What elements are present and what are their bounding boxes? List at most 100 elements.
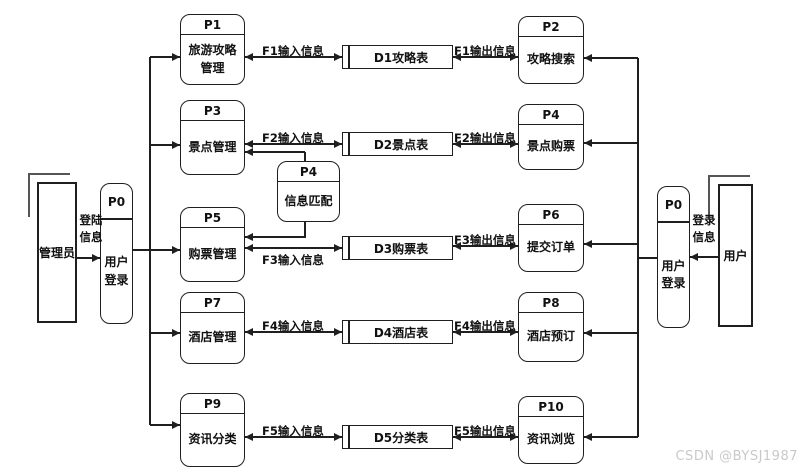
process-p4-information-matching: P4 信息匹配 xyxy=(277,161,340,222)
flow-label-f2-input: F2输入信息 xyxy=(262,131,324,145)
arrowhead-into-p2-right xyxy=(584,54,592,62)
process-label: 景点管理 xyxy=(188,139,237,154)
flow-label-f5-input: F5输入信息 xyxy=(262,424,324,438)
arrowhead-into-login-right xyxy=(690,253,698,261)
process-p4-scenic-ticket-purchase: P4 景点购票 xyxy=(518,104,584,170)
process-label: 资讯分类 xyxy=(188,432,237,447)
entity-user-label: 用户 xyxy=(723,248,748,263)
right-trunk-line xyxy=(637,58,639,437)
process-p10-news-browsing: P10 资讯浏览 xyxy=(518,396,584,464)
process-p9-news-classification: P9 资讯分类 xyxy=(180,393,245,467)
process-label: 购票管理 xyxy=(188,246,237,261)
process-id: P7 xyxy=(181,293,244,313)
flow-label-f1-output: F1输出信息 xyxy=(454,44,516,58)
process-label: 资讯浏览 xyxy=(526,432,575,447)
datastore-double-line xyxy=(348,46,350,68)
datastore-double-line xyxy=(348,321,350,343)
arrowhead-into-p8-right xyxy=(584,329,592,337)
flow-f1-input xyxy=(245,56,342,58)
process-id: P4 xyxy=(278,162,339,182)
arrowhead-into-d1 xyxy=(334,53,342,61)
flow-login-to-p5 xyxy=(133,249,180,251)
arrowhead-into-d2 xyxy=(334,140,342,148)
branch-to-p2 xyxy=(584,57,638,59)
arrowhead-into-p1 xyxy=(172,53,180,61)
branch-to-p9 xyxy=(150,424,180,426)
flow-p4-to-p5-riser xyxy=(304,221,306,238)
process-label: 旅游攻略管理 xyxy=(188,43,237,75)
flow-p4-to-p5 xyxy=(245,236,305,238)
datastore-d3-ticket-table: D3购票表 xyxy=(342,236,453,260)
entity-shadow-bracket xyxy=(28,173,70,217)
branch-to-p4-right xyxy=(584,142,638,144)
process-id: P10 xyxy=(519,397,583,417)
branch-to-p8 xyxy=(584,332,638,334)
entity-admin: 管理员 xyxy=(37,182,77,323)
arrowhead-into-p5 xyxy=(172,246,180,254)
flow-f3-input xyxy=(245,247,342,249)
datastore-d4-hotel-table: D4酒店表 xyxy=(342,320,453,344)
arrowhead-into-p10 xyxy=(510,433,518,441)
branch-to-p1 xyxy=(150,56,180,58)
arrowhead-p4-into-p3 xyxy=(245,148,253,156)
flow-f4-input xyxy=(245,331,342,333)
flow-label-f3-output: F3输出信息 xyxy=(454,233,516,247)
arrowhead-into-p4r-right xyxy=(584,139,592,147)
flow-label-login-left: 登陆信息 xyxy=(79,213,103,245)
arrowhead-into-p2 xyxy=(510,53,518,61)
process-label: 提交订单 xyxy=(526,240,575,255)
process-id: P0 xyxy=(101,184,132,220)
process-p3-scenic-spot-management: P3 景点管理 xyxy=(180,100,245,175)
process-label: 酒店预订 xyxy=(526,329,575,344)
process-id: P9 xyxy=(181,394,244,414)
flow-label-f5-output: F5输出信息 xyxy=(454,424,516,438)
process-p7-hotel-management: P7 酒店管理 xyxy=(180,292,245,364)
arrowhead-into-p8 xyxy=(510,328,518,336)
flow-admin-to-login xyxy=(77,257,100,259)
flow-f2-output xyxy=(453,143,518,145)
process-id: P0 xyxy=(658,187,689,223)
entity-admin-label: 管理员 xyxy=(39,245,76,260)
flow-f2-input xyxy=(245,143,342,145)
arrowhead-into-p4-right xyxy=(510,140,518,148)
process-label: 景点购票 xyxy=(526,139,575,154)
process-label: 用户登录 xyxy=(104,255,129,287)
flow-p4-to-p3-riser xyxy=(304,152,306,162)
arrowhead-into-d5-right xyxy=(453,433,461,441)
process-id: P4 xyxy=(519,105,583,125)
arrowhead-p4-into-p5 xyxy=(245,233,253,241)
arrowhead-into-d3-right xyxy=(453,242,461,250)
arrowhead-into-p7 xyxy=(172,329,180,337)
process-p1-travel-guide-management: P1 旅游攻略管理 xyxy=(180,14,245,85)
flow-f1-output xyxy=(453,56,518,58)
datastore-d5-category-table: D5分类表 xyxy=(342,425,453,449)
flow-label-f1-input: F1输入信息 xyxy=(262,44,324,58)
datastore-double-line xyxy=(348,133,350,155)
process-label: 用户登录 xyxy=(661,258,686,290)
entity-user: 用户 xyxy=(718,184,753,327)
csdn-watermark: CSDN @BYSJ1987 xyxy=(675,449,798,464)
flow-label-f2-output: F2输出信息 xyxy=(454,131,516,145)
arrowhead-into-d2-right xyxy=(453,140,461,148)
process-id: P1 xyxy=(181,15,244,35)
process-p6-submit-order: P6 提交订单 xyxy=(518,204,584,272)
process-label: 攻略搜索 xyxy=(526,52,575,67)
arrowhead-into-d4-right xyxy=(453,328,461,336)
arrowhead-into-p6-right xyxy=(584,240,592,248)
process-id: P6 xyxy=(519,205,583,225)
datastore-d1-guide-table: D1攻略表 xyxy=(342,45,453,69)
flow-p4-to-p3 xyxy=(245,151,305,153)
flow-login-right-to-trunk xyxy=(638,257,657,259)
arrowhead-into-p3 xyxy=(172,141,180,149)
flow-f4-output xyxy=(453,331,518,333)
arrowhead-into-p9 xyxy=(172,421,180,429)
arrowhead-into-d3 xyxy=(334,244,342,252)
arrowhead-into-p9-right xyxy=(245,433,253,441)
branch-to-p6 xyxy=(584,243,638,245)
arrowhead-into-p3-right xyxy=(245,140,253,148)
branch-to-p3 xyxy=(150,144,180,146)
flow-user-to-login xyxy=(690,256,718,258)
process-id: P8 xyxy=(519,293,583,313)
datastore-double-line xyxy=(348,237,350,259)
